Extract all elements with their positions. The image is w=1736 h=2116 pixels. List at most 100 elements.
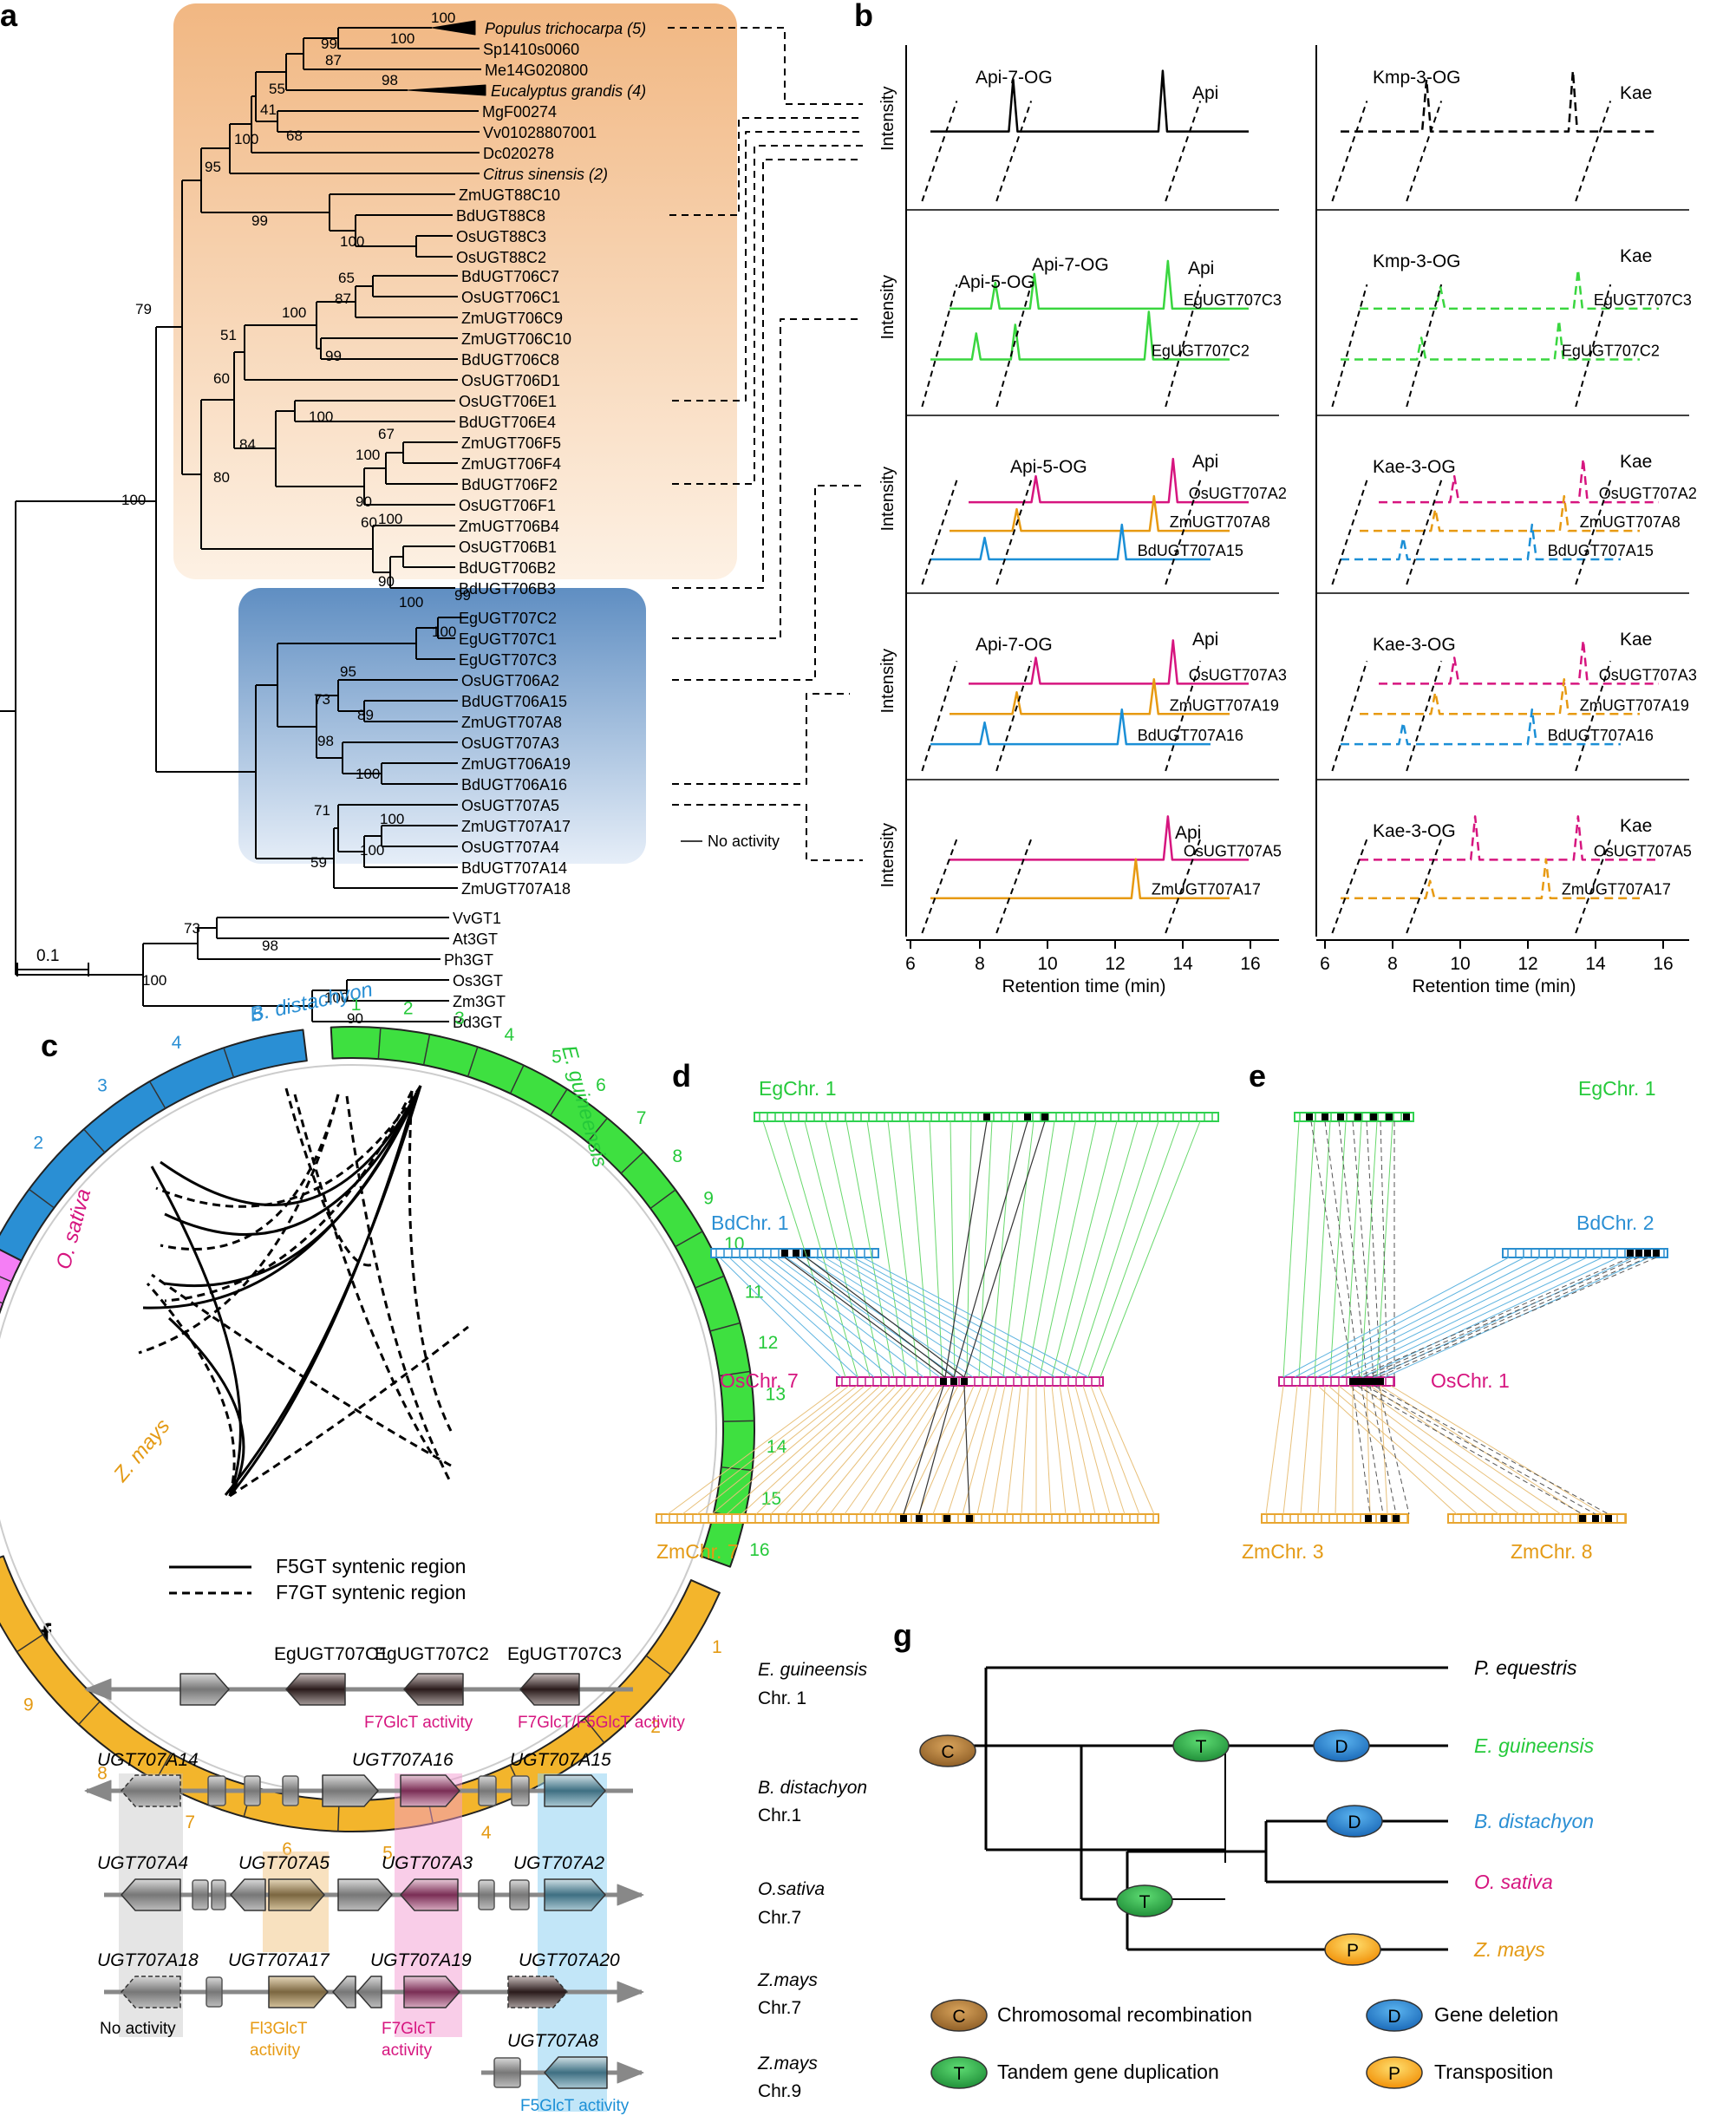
synteny-link [1317, 1385, 1458, 1515]
chromatogram-trace [930, 69, 1249, 133]
trace-label: OsUGT707A5 [1594, 842, 1692, 859]
synteny-link [991, 1385, 1014, 1515]
bootstrap-value: 100 [380, 811, 404, 827]
event-ellipse-D [1366, 1999, 1423, 2032]
dashed-connector [672, 145, 863, 485]
clade-highlight-orange [173, 3, 737, 579]
activity-label: No activity [100, 2020, 176, 2038]
circos-chromosome-label: 3 [454, 1009, 465, 1029]
gene-arrow-ugt707a2 [544, 1878, 606, 1911]
dashed-connector [672, 131, 863, 402]
synteny-link [805, 1257, 990, 1378]
synteny-link [1027, 1120, 1076, 1378]
synteny-link [976, 1385, 1006, 1515]
synteny-link [1328, 1385, 1478, 1515]
gene-marker [793, 1250, 799, 1257]
peak-label: Api-5-OG [958, 272, 1035, 292]
synteny-link [858, 1385, 943, 1515]
bootstrap-value: 59 [310, 854, 327, 871]
circos-chromosome-label: 9 [703, 1188, 714, 1208]
synteny-link [844, 1385, 936, 1515]
dashed-connector [672, 318, 863, 639]
bootstrap-value: 100 [399, 594, 423, 611]
time-guide [1575, 101, 1612, 202]
gene-arrow-ugt707a14 [121, 1774, 181, 1807]
trace-label: OsUGT707A2 [1189, 485, 1287, 502]
bootstrap-value: 41 [260, 101, 277, 118]
synteny-link [1282, 1257, 1510, 1378]
peak-label: Kmp-3-OG [1373, 251, 1461, 271]
gene-arrow [337, 1878, 393, 1911]
trace-label: OsUGT707A5 [1184, 842, 1282, 859]
time-guide [1165, 839, 1202, 934]
peak-label: Api-5-OG [1010, 457, 1087, 477]
circos-chromosome-divider [148, 1081, 166, 1109]
tree-tip-label: BdUGT706A16 [461, 776, 567, 794]
bootstrap-value: 55 [269, 81, 285, 97]
tree-tip-label: ZmUGT706A19 [461, 755, 571, 773]
gene-label: UGT707A16 [352, 1750, 454, 1770]
synteny-link [767, 1257, 924, 1378]
gene-small-block [244, 1775, 261, 1806]
tree-tip-label: ZmUGT707A17 [461, 818, 571, 835]
time-guide [1331, 661, 1368, 772]
time-guide [1331, 480, 1368, 585]
gene-marker [781, 1250, 788, 1257]
circos-chromosome-divider [675, 1231, 703, 1248]
synteny-link [1316, 1257, 1557, 1378]
synteny-link [903, 1385, 967, 1515]
synteny-link [785, 1385, 904, 1515]
circos-chromosome-divider [709, 1322, 741, 1332]
synteny-link [962, 1385, 998, 1515]
synteny-link [978, 1120, 993, 1378]
synteny-link [1090, 1385, 1140, 1515]
synteny-link-black [944, 1120, 988, 1378]
gene-arrow-egugt707c1 [285, 1673, 346, 1706]
synteny-link [852, 1257, 1073, 1378]
synteny-link [1063, 1120, 1139, 1378]
tree-tip-label: ZmUGT706F5 [461, 434, 561, 452]
synteny-link [757, 1257, 908, 1378]
tree-tip-label: ZmUGT706F4 [461, 455, 561, 473]
synteny-link [770, 1385, 897, 1515]
gene-small-block [206, 1976, 223, 2008]
species-label: E. guineensis [758, 1660, 868, 1680]
chromatogram-trace [1379, 457, 1659, 504]
synteny-link [1282, 1385, 1298, 1515]
clade-highlight-blue [238, 588, 646, 864]
trace-label: ZmUGT707A8 [1580, 513, 1681, 531]
synteny-link [873, 1385, 951, 1515]
synteny-link [862, 1257, 1089, 1378]
chromosome-arrowhead [617, 2061, 644, 2084]
activity-label: F7GlcT [382, 2020, 436, 2038]
peak-label: Kae [1620, 83, 1652, 103]
tree-tip-label: Zm3GT [453, 993, 506, 1010]
synteny-link [728, 1257, 858, 1378]
synteny-link-black [795, 1257, 955, 1378]
chr-bar-zm [656, 1513, 1159, 1524]
chromatogram-trace [930, 310, 1230, 361]
synteny-link-black [903, 1385, 944, 1515]
gene-marker [1041, 1114, 1048, 1120]
gene-marker [1337, 1114, 1344, 1120]
gene-marker [1605, 1515, 1612, 1522]
chromatogram-trace [950, 815, 1249, 861]
synteny-link [1021, 1385, 1029, 1515]
synteny-link-dashed [1369, 1385, 1397, 1515]
synteny-link-dashed [1378, 1385, 1410, 1515]
tree-tip-label: BdUGT706C8 [461, 351, 559, 369]
bootstrap-value: 79 [135, 301, 152, 317]
circos-link-f5gt [164, 1085, 422, 1236]
gene-marker [961, 1378, 968, 1385]
gene-small-block [493, 2057, 521, 2088]
panel-letter-a: a [0, 0, 18, 33]
circos-link-f7gt [160, 1094, 340, 1251]
synteny-link [1376, 1120, 1393, 1378]
bootstrap-value: 73 [314, 691, 330, 708]
gene-arrow-ugt707a16 [400, 1774, 460, 1807]
time-guide [1406, 101, 1443, 202]
synteny-link [825, 1120, 883, 1378]
synteny-link-dashed [1338, 1120, 1367, 1378]
gene-small-block [511, 1775, 530, 1806]
tree-tip-label: OsUGT706F1 [459, 497, 556, 514]
